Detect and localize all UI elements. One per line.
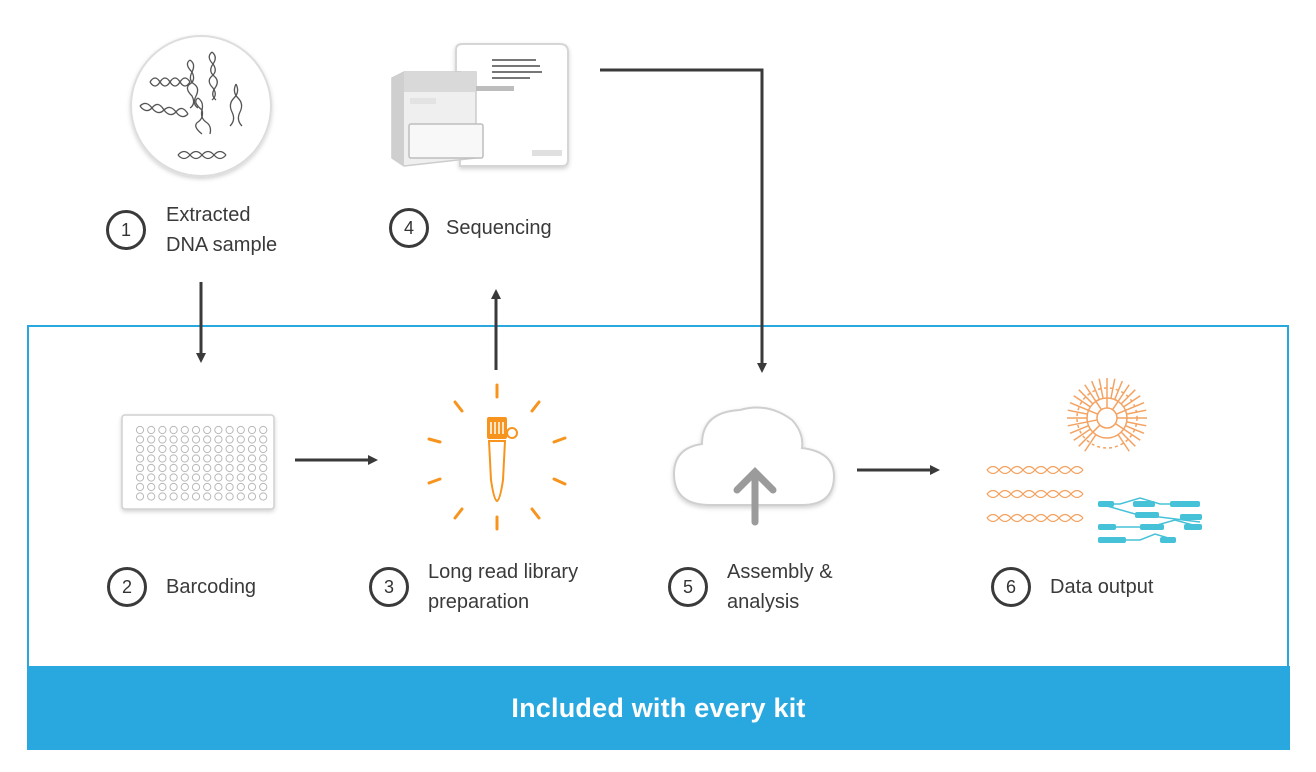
step-5-label: Assembly & analysis (727, 561, 833, 613)
flow-arrows (196, 68, 940, 475)
phylogenetic-tree-icon (1067, 378, 1147, 452)
step-4-number: 4 (389, 208, 429, 248)
step-1-label: Extracted DNA sample (166, 204, 278, 256)
kit-banner: Included with every kit (27, 666, 1290, 750)
step-1-number: 1 (106, 210, 146, 250)
sequencer-device-icon (391, 43, 569, 167)
step-2-number: 2 (107, 567, 147, 607)
well-plate-icon (121, 414, 275, 510)
step-6-label: Data output (1050, 576, 1154, 598)
step-5-number: 5 (668, 567, 708, 607)
kit-banner-label: Included with every kit (511, 692, 806, 723)
dna-helix-icon (986, 465, 1084, 523)
step-3-number: 3 (369, 567, 409, 607)
dna-sample-dish-icon (130, 35, 272, 177)
gene-model-icon (1098, 497, 1202, 543)
data-output-icon (986, 378, 1202, 543)
sample-tube-icon (427, 383, 567, 531)
step-3-label: Long read library preparation (428, 561, 579, 613)
step-4-label: Sequencing (446, 217, 552, 239)
step-6-number: 6 (991, 567, 1031, 607)
cloud-upload-icon (672, 406, 836, 526)
arrow-4-to-5 (600, 68, 767, 373)
step-2-label: Barcoding (166, 576, 257, 598)
